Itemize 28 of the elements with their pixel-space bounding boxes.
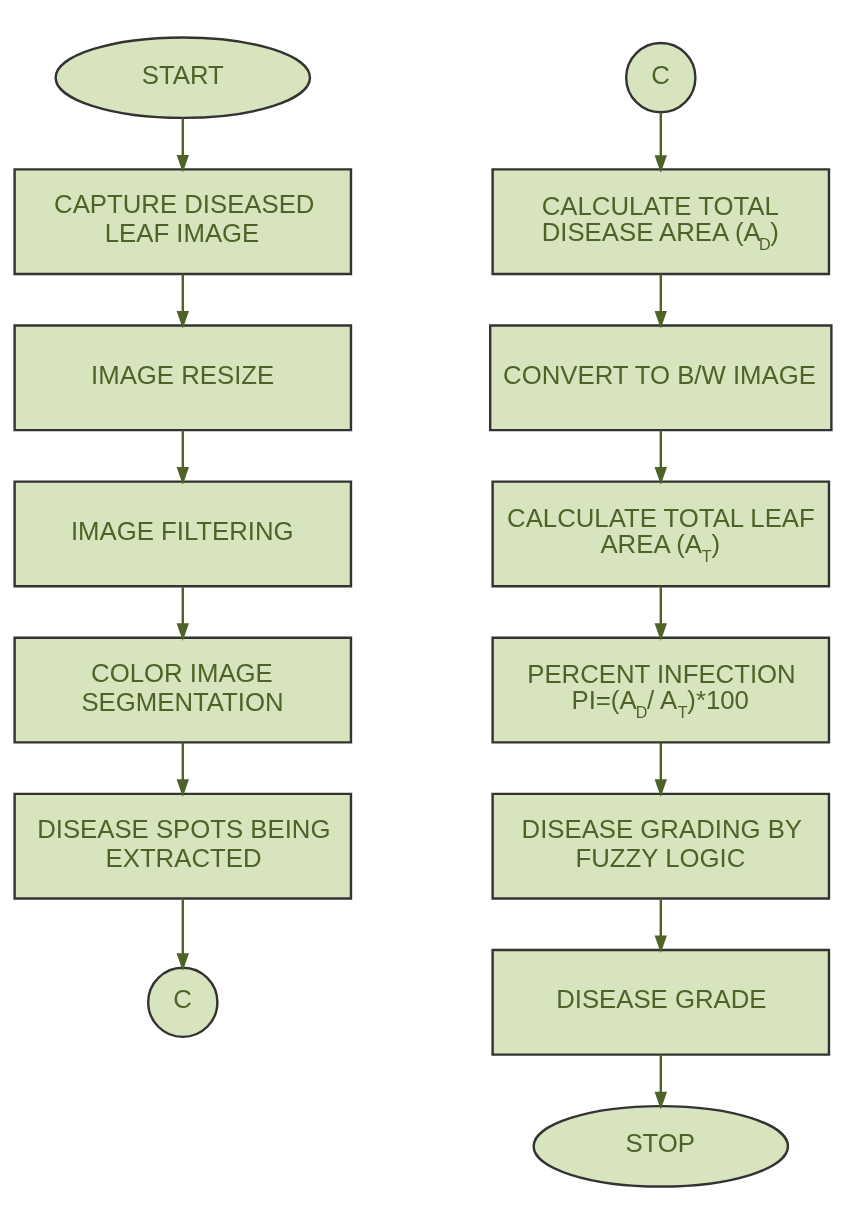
node-box: COLOR IMAGE SEGMENTATION	[13, 636, 353, 744]
arrow	[654, 429, 667, 485]
node-box: CALCULATE TOTAL DISEASE AREA (A$_{D}$)	[491, 167, 831, 275]
arrow	[176, 742, 189, 797]
arrow	[654, 1054, 667, 1110]
node-box: CONVERT TO B/W IMAGE	[489, 323, 833, 431]
node-box: DISEASE SPOTS BEING EXTRACTED	[13, 792, 353, 900]
arrow	[654, 273, 667, 329]
arrow	[176, 898, 189, 971]
node-box: DISEASE GRADING BY FUZZY LOGIC	[491, 792, 831, 900]
node-box: DISEASE GRADE	[491, 948, 831, 1056]
arrow	[176, 273, 189, 329]
node-box: IMAGE RESIZE	[13, 323, 353, 431]
node-circle: C	[625, 41, 697, 113]
node-box: CALCULATE TOTAL LEAF AREA (A$_{T}$)	[491, 479, 831, 587]
arrow	[654, 585, 667, 641]
node-box: IMAGE FILTERING	[13, 479, 353, 587]
arrow	[654, 112, 667, 173]
node-ellipse: START	[54, 35, 312, 119]
node-box: CAPTURE DISEASED LEAF IMAGE	[13, 167, 353, 275]
node-ellipse: STOP	[532, 1104, 790, 1188]
arrow	[654, 742, 667, 797]
node-box: PERCENT INFECTION PI=(A$_{D}$/ A$_{T}$)*100	[491, 636, 831, 744]
arrow	[176, 429, 189, 485]
arrow	[176, 118, 189, 173]
arrow	[654, 898, 667, 953]
node-circle: C	[147, 965, 219, 1038]
arrow	[176, 585, 189, 641]
